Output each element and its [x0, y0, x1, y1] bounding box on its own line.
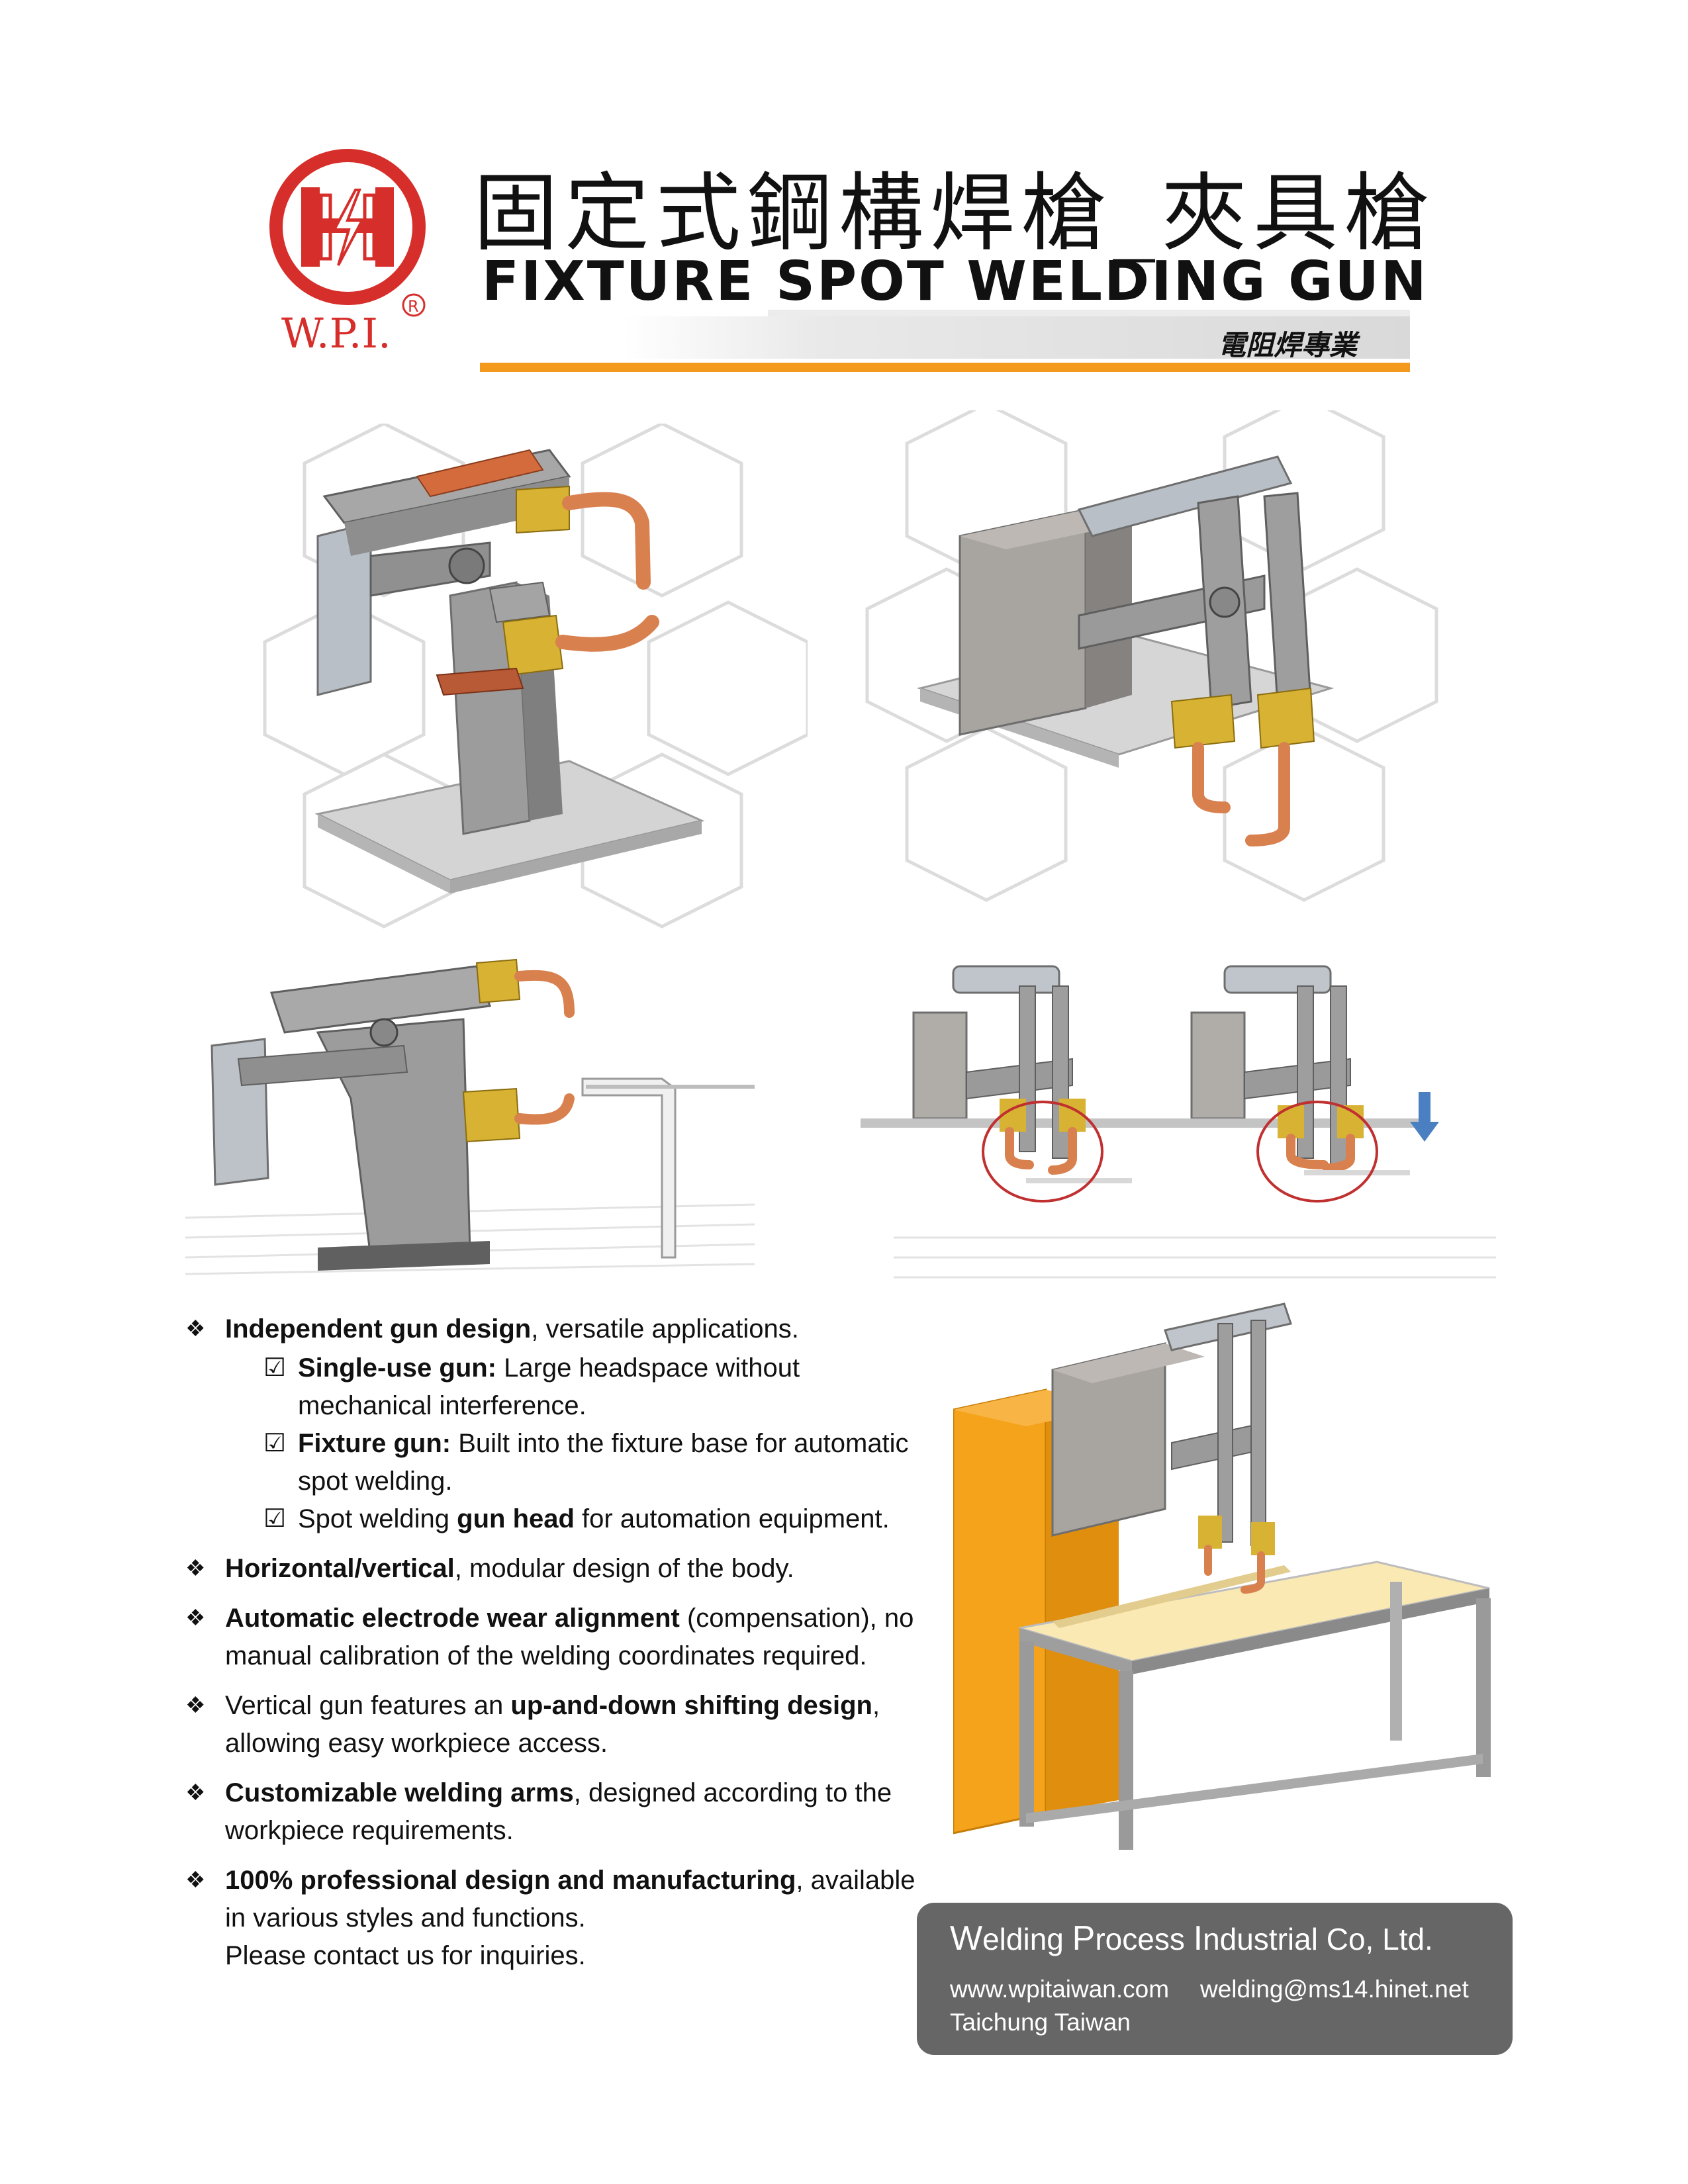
sub-feature-item: ☑ Single-use gun: Large headspace withou… [225, 1349, 940, 1425]
feature-item: ❖ Independent gun design, versatile appl… [185, 1310, 940, 1538]
tagline-chinese: 電阻焊專業 [1218, 329, 1358, 361]
title-chinese: 固定式鋼構焊槍_夾具槍 [473, 164, 1436, 263]
feature-item: ❖ Automatic electrode wear alignment (co… [185, 1600, 940, 1675]
diamond-bullet-icon: ❖ [185, 1868, 206, 1893]
header-band [622, 316, 1410, 359]
vertical-gun-sequence-image [861, 965, 1496, 1279]
feature-item: ❖ Horizontal/vertical, modular design of… [185, 1550, 940, 1588]
sequence-step-closed [1139, 965, 1439, 1203]
feature-item: ❖ Customizable welding arms, designed ac… [185, 1774, 940, 1850]
checkbox-checked-icon: ☑ [263, 1505, 287, 1533]
header-orange-rule [480, 363, 1410, 372]
checkbox-checked-icon: ☑ [263, 1430, 287, 1457]
sub-feature-item: ☑ Fixture gun: Built into the fixture ba… [225, 1425, 940, 1500]
wpi-logo: W.P.I. R [269, 149, 426, 357]
feature-list: ❖ Independent gun design, versatile appl… [185, 1310, 940, 1987]
diamond-bullet-icon: ❖ [185, 1316, 206, 1342]
sequence-step-open [861, 965, 1139, 1203]
email-link[interactable]: welding@ms14.hinet.net [1200, 1976, 1469, 2003]
checkbox-checked-icon: ☑ [263, 1354, 287, 1382]
workstation-gun-image [953, 1302, 1491, 1850]
diamond-bullet-icon: ❖ [185, 1556, 206, 1581]
feature-item: ❖ 100% professional design and manufactu… [185, 1862, 940, 1975]
sub-feature-item: ☑ Spot welding gun head for automation e… [225, 1500, 940, 1538]
feature-item: ❖ Vertical gun features an up-and-down s… [185, 1687, 940, 1762]
horizontal-gun-image [263, 424, 808, 929]
title-english: FIXTURE SPOT WELDING GUN [482, 250, 1429, 313]
location-text: Taichung Taiwan [950, 2009, 1131, 2036]
svg-text:W.P.I.: W.P.I. [281, 309, 391, 357]
horizontal-gun-side-image [185, 958, 755, 1275]
company-name: Welding Process Industrial Co, Ltd. [950, 1919, 1433, 1958]
contact-box: Welding Process Industrial Co, Ltd. www.… [917, 1903, 1513, 2055]
svg-text:R: R [408, 297, 419, 316]
diamond-bullet-icon: ❖ [185, 1606, 206, 1631]
diamond-bullet-icon: ❖ [185, 1693, 206, 1718]
vertical-gun-image [865, 410, 1438, 902]
down-arrow-icon [1410, 1092, 1439, 1142]
website-link[interactable]: www.wpitaiwan.com [950, 1976, 1170, 2003]
diamond-bullet-icon: ❖ [185, 1780, 206, 1805]
